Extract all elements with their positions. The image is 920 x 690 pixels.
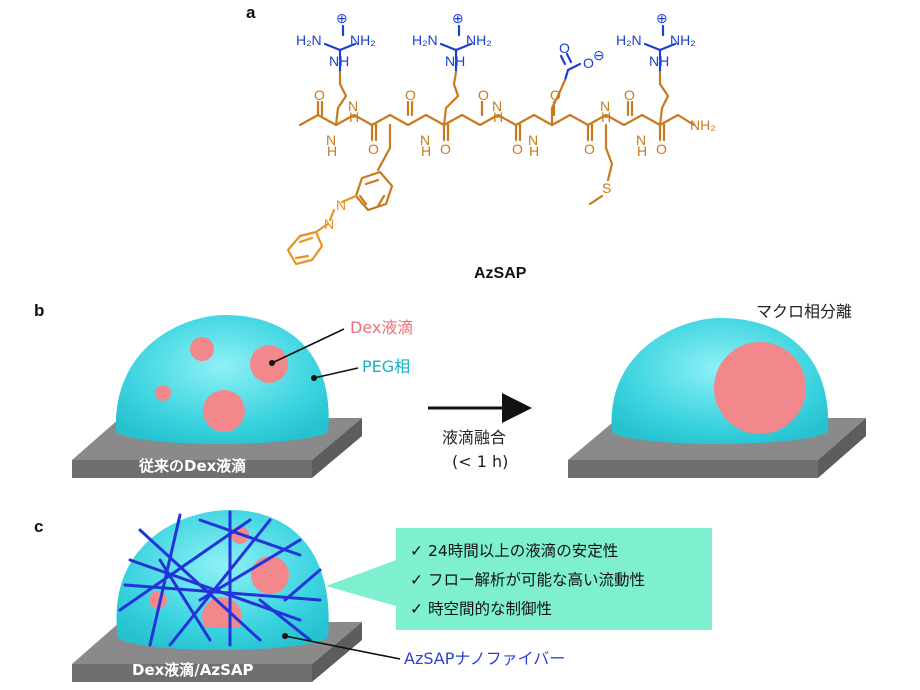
feature-item: 24時間以上の液滴の安定性	[428, 542, 618, 560]
dex-droplet	[251, 556, 289, 594]
amine-label: H₂N	[412, 32, 438, 48]
leader-line	[284, 635, 401, 660]
nitrogen-label: N	[528, 132, 538, 148]
plus-charge: ⊕	[336, 10, 348, 26]
dex-droplet	[203, 390, 245, 432]
label-dex-droplet: Dex液滴	[350, 318, 413, 337]
oxygen-label: O	[478, 87, 489, 103]
label-dex-azsap-droplet: Dex液滴/AzSAP	[132, 661, 254, 679]
oxygen-label: O	[624, 87, 635, 103]
arrow-sublabel: (< 1 h)	[452, 452, 508, 471]
feature-list: ✓ 24時間以上の液滴の安定性 ✓ フロー解析が可能な高い流動性 ✓ 時空間的な…	[410, 542, 645, 618]
arg-sidechain-2	[439, 24, 473, 74]
nh-label: NH	[649, 53, 669, 69]
panel-label-c: c	[34, 517, 43, 536]
dex-droplet	[190, 337, 214, 361]
amide-label: NH₂	[690, 117, 716, 133]
panel-label-a: a	[246, 3, 256, 22]
nh-label: NH	[329, 53, 349, 69]
leader-line	[271, 328, 345, 364]
dex-droplet	[250, 345, 288, 383]
hydrogen-label: H	[601, 109, 611, 125]
leader-dot	[282, 633, 288, 639]
label-macro-phase-separation: マクロ相分離	[756, 302, 852, 321]
oxygen-label: O	[656, 141, 667, 157]
oxygen-label: O	[512, 141, 523, 157]
nanofiber-network	[118, 510, 322, 647]
nitrogen-label: N	[326, 132, 336, 148]
nitrogen-label: N	[492, 98, 502, 114]
leader-line	[313, 367, 359, 379]
chem-labels: H₂N NH₂ ⊕ NH H₂N NH₂ ⊕ NH H₂N NH₂ ⊕ NH O…	[296, 10, 716, 232]
peptide-backbone	[298, 70, 696, 212]
feature-callout	[326, 528, 712, 630]
hydrogen-label: H	[349, 109, 359, 125]
molecule-name: AzSAP	[474, 265, 527, 282]
plus-charge: ⊕	[452, 10, 464, 26]
panel-label-b: b	[34, 301, 44, 320]
dex-droplet	[202, 597, 242, 628]
feature-item-check: ✓	[410, 571, 423, 589]
arg-sidechain-1	[323, 24, 357, 74]
azobenzene	[286, 194, 358, 266]
feature-item-check: ✓	[410, 600, 423, 618]
nitrogen-label: N	[420, 132, 430, 148]
dex-macro-droplet	[714, 342, 806, 434]
leader-dot	[311, 375, 317, 381]
sulfur-label: S	[602, 180, 611, 196]
amine-label: H₂N	[616, 32, 642, 48]
hydrogen-label: H	[529, 143, 539, 159]
azo-nitrogen-label: N	[336, 197, 346, 213]
hydrogen-label: H	[327, 143, 337, 159]
oxygen-label: O	[559, 40, 570, 56]
arg-sidechain-3	[643, 24, 677, 74]
label-conventional-droplet: 従来のDex液滴	[138, 457, 246, 475]
azsap-structure	[286, 24, 696, 266]
oxygen-label: O	[584, 141, 595, 157]
feature-item: 時空間的な制御性	[428, 600, 552, 618]
nitrogen-label: N	[600, 98, 610, 114]
oxygen-label: O	[583, 55, 594, 71]
label-peg-phase: PEG相	[362, 357, 410, 376]
amine-label: NH₂	[670, 32, 696, 48]
leader-dot	[269, 360, 275, 366]
arrow-label: 液滴融合	[442, 428, 506, 447]
amine-label: H₂N	[296, 32, 322, 48]
minus-charge: ⊖	[593, 47, 605, 63]
carboxylate	[559, 52, 582, 82]
feature-item: フロー解析が可能な高い流動性	[428, 571, 645, 589]
label-nanofiber: AzSAPナノファイバー	[404, 649, 565, 668]
hydrogen-label: H	[493, 109, 503, 125]
hydrogen-label: H	[637, 143, 647, 159]
oxygen-label: O	[405, 87, 416, 103]
amine-label: NH₂	[466, 32, 492, 48]
hydrogen-label: H	[421, 143, 431, 159]
nitrogen-label: N	[636, 132, 646, 148]
oxygen-label: O	[314, 87, 325, 103]
oxygen-label: O	[550, 87, 561, 103]
azo-nitrogen-label: N	[324, 216, 334, 232]
feature-item-check: ✓	[410, 542, 423, 560]
nh-label: NH	[445, 53, 465, 69]
plus-charge: ⊕	[656, 10, 668, 26]
oxygen-label: O	[368, 141, 379, 157]
dex-droplet	[155, 385, 171, 401]
oxygen-label: O	[440, 141, 451, 157]
amine-label: NH₂	[350, 32, 376, 48]
nitrogen-label: N	[348, 98, 358, 114]
